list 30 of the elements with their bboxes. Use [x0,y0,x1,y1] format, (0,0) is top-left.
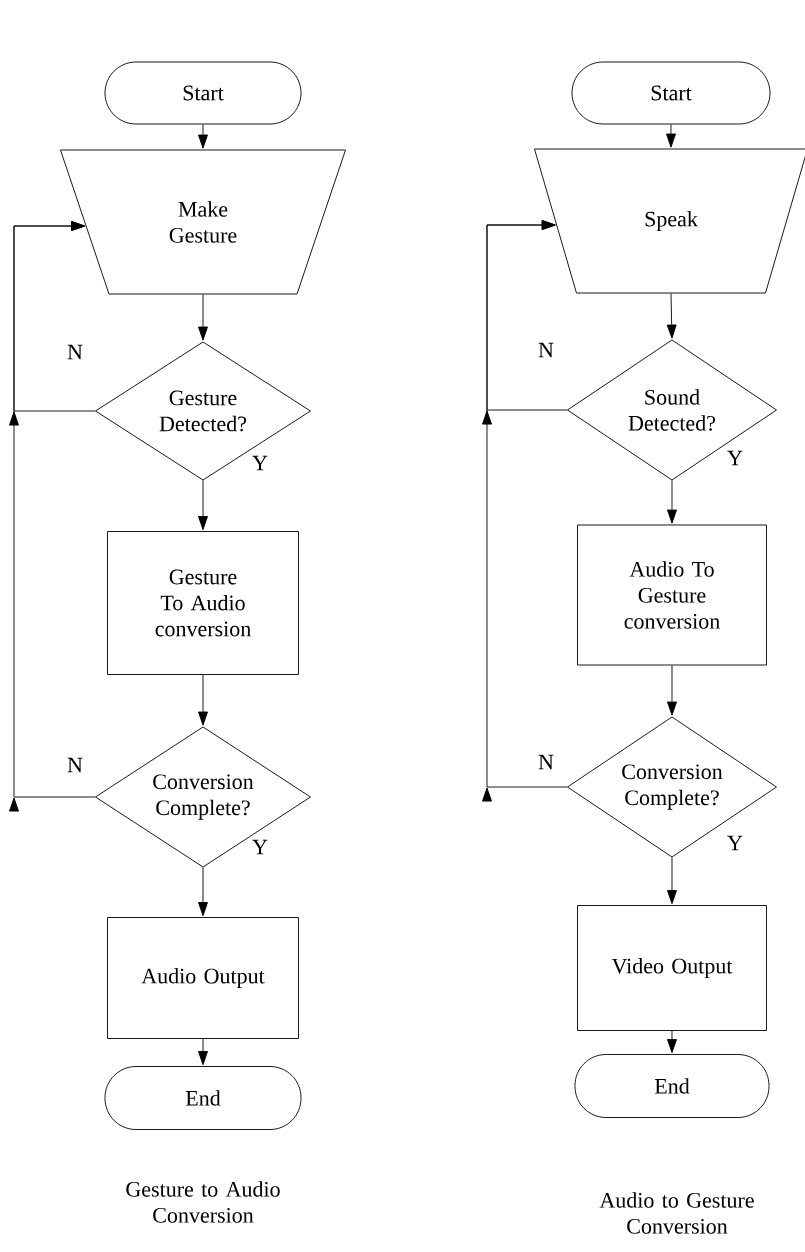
arrow [666,293,677,339]
arrow [198,124,208,149]
process-box: Audio Output [107,917,299,1039]
arrow [667,480,677,524]
input-trapezoid: Make Gesture [60,149,346,295]
arrow [667,665,677,716]
edge-label: N [537,753,555,771]
arrow [198,867,208,917]
edge-label: Y [726,834,744,852]
input-trapezoid: Speak [534,148,805,294]
caption: Gesture to Audio Conversion [126,1181,280,1223]
edge-label: N [537,341,555,359]
arrow [198,480,208,531]
arrow [482,220,568,802]
process-box: Audio To Gesture conversion [577,524,767,666]
edge-label: N [66,343,84,361]
arrow [198,1038,208,1066]
arrow [198,294,208,341]
arrow [667,1030,677,1054]
arrow [198,674,208,726]
arrow [666,124,676,148]
process-box: Gesture To Audio conversion [107,531,299,675]
arrow [667,857,677,905]
edge-label: Y [726,449,744,467]
caption: Audio to Gesture Conversion [599,1192,754,1234]
process-box: Video Output [577,905,767,1031]
edge-label: N [66,756,84,774]
arrow [9,221,96,812]
edge-label: Y [251,838,269,856]
edge-label: Y [251,454,269,472]
